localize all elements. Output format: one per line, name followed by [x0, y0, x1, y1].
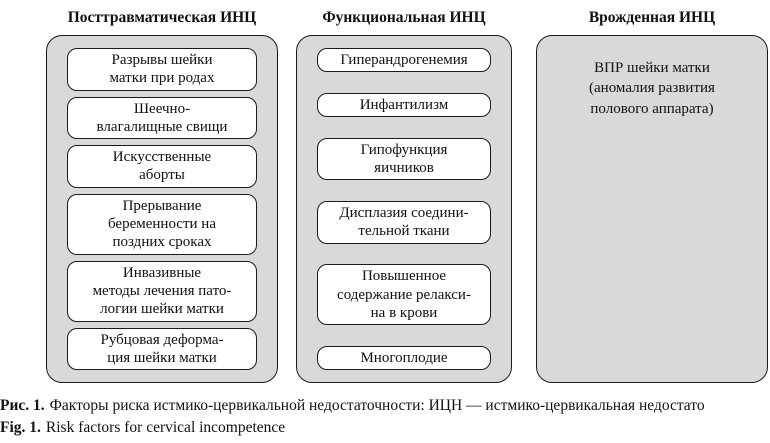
- caption-label-ru: Рис. 1.: [0, 397, 45, 415]
- caption-text-ru: Факторы риска истмико-цервикальной недос…: [49, 397, 705, 415]
- factor-box: Рубцовая деформа- ция шейки матки: [67, 327, 257, 371]
- caption-label-en: Fig. 1.: [0, 419, 41, 437]
- column-congenital: Врожденная ИНЦ ВПР шейки матки (аномалия…: [536, 8, 768, 384]
- risk-factors-diagram: Посттравматическая ИНЦ Разрывы шейки мат…: [0, 8, 770, 443]
- factor-box: Инфантилизм: [317, 92, 491, 118]
- column-container-congenital: ВПР шейки матки (аномалия развития полов…: [536, 35, 768, 384]
- column-header-posttraumatic: Посттравматическая ИНЦ: [67, 9, 257, 26]
- diagram-columns: Посттравматическая ИНЦ Разрывы шейки мат…: [46, 8, 770, 384]
- factor-text: ВПР шейки матки (аномалия развития полов…: [589, 60, 715, 117]
- factor-box: Искусственные аборты: [67, 145, 257, 188]
- factor-box: Гиперандрогенемия: [317, 48, 491, 73]
- factor-box: Дисплазия соедини- тельной ткани: [317, 201, 491, 244]
- caption-english: Fig. 1.Risk factors for cervical incompe…: [0, 417, 770, 439]
- factor-box: Инвазивные методы лечения пато- логии ше…: [67, 260, 257, 322]
- column-header-functional: Функциональная ИНЦ: [322, 9, 486, 26]
- figure-caption: Рис. 1.Факторы риска истмико-цервикально…: [0, 395, 770, 439]
- column-functional: Функциональная ИНЦ Гиперандрогенемия Инф…: [296, 8, 512, 384]
- factor-box: Повышенное содержание релакси- на в кров…: [317, 264, 491, 326]
- caption-text-en: Risk factors for cervical incompetence: [45, 419, 286, 437]
- column-posttraumatic: Посттравматическая ИНЦ Разрывы шейки мат…: [46, 8, 278, 384]
- column-container-posttraumatic: Разрывы шейки матки при родах Шеечно- вл…: [46, 35, 278, 384]
- factor-box: Разрывы шейки матки при родах: [67, 48, 257, 91]
- column-container-functional: Гиперандрогенемия Инфантилизм Гипофункци…: [296, 35, 512, 384]
- caption-russian: Рис. 1.Факторы риска истмико-цервикально…: [0, 395, 770, 417]
- factor-box: Шеечно- влагалищные свищи: [67, 96, 257, 140]
- factor-box: Гипофункция яичников: [317, 137, 491, 181]
- column-header-congenital: Врожденная ИНЦ: [588, 9, 716, 26]
- factor-box: Прерывание беременности на поздних срока…: [67, 193, 257, 255]
- factor-box: Многоплодие: [317, 345, 491, 371]
